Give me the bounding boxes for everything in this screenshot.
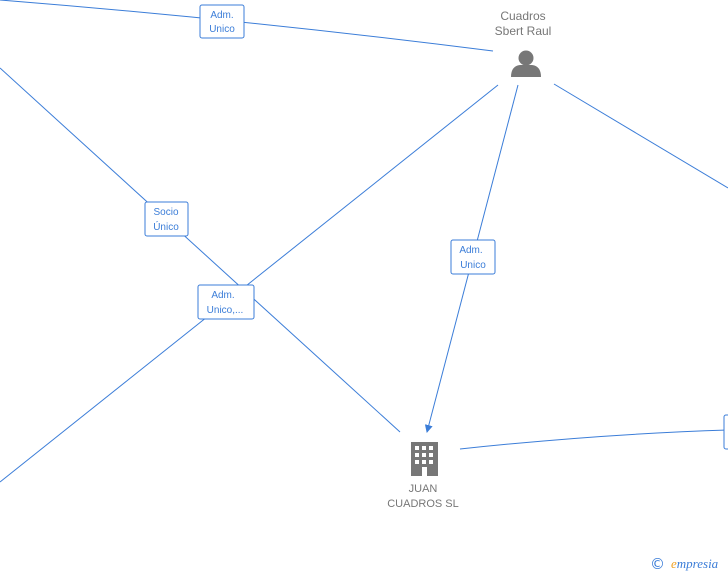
company-name-line2: CUADROS SL: [387, 498, 459, 510]
edge-person-to-left-line: [0, 84, 499, 483]
person-name-line2: Sbert Raul: [495, 24, 552, 38]
edge-socio-line: [0, 67, 401, 433]
edge-label-socio[interactable]: Socio Único: [144, 201, 189, 237]
edge-company-to-right-line: [459, 429, 728, 450]
edge-label-right[interactable]: Adm. Unico: [450, 239, 496, 275]
person-icon: [511, 50, 541, 77]
edge-label-top-line1: Adm.: [210, 10, 233, 21]
edge-label-right-line1: Adm.: [459, 245, 482, 256]
brand-watermark: © empresia: [650, 555, 719, 573]
edge-label-socio-line1: Socio: [153, 207, 178, 218]
company-node[interactable]: JUAN CUADROS SL: [387, 442, 459, 510]
brand-logo: empresia: [671, 556, 719, 571]
edge-top-line: [0, 0, 494, 52]
edge-label-top-line2: Unico: [209, 24, 235, 35]
edge-label-mid-line1: Adm.: [211, 290, 234, 301]
edge-label-mid-line2: Unico,...: [207, 305, 244, 316]
company-name-line1: JUAN: [409, 483, 438, 495]
person-node[interactable]: Cuadros Sbert Raul: [495, 9, 552, 77]
edge-label-top[interactable]: Adm. Unico: [199, 4, 245, 39]
edge-label-offscreen[interactable]: [723, 414, 728, 450]
building-icon: [411, 442, 438, 476]
edge-person-to-right-line: [553, 83, 728, 189]
copyright-icon: ©: [650, 555, 665, 573]
person-name-line1: Cuadros: [500, 9, 545, 23]
edge-label-mid[interactable]: Adm. Unico,...: [197, 284, 255, 320]
edge-label-socio-line2: Único: [153, 220, 179, 233]
edge-label-right-line2: Unico: [460, 260, 486, 271]
